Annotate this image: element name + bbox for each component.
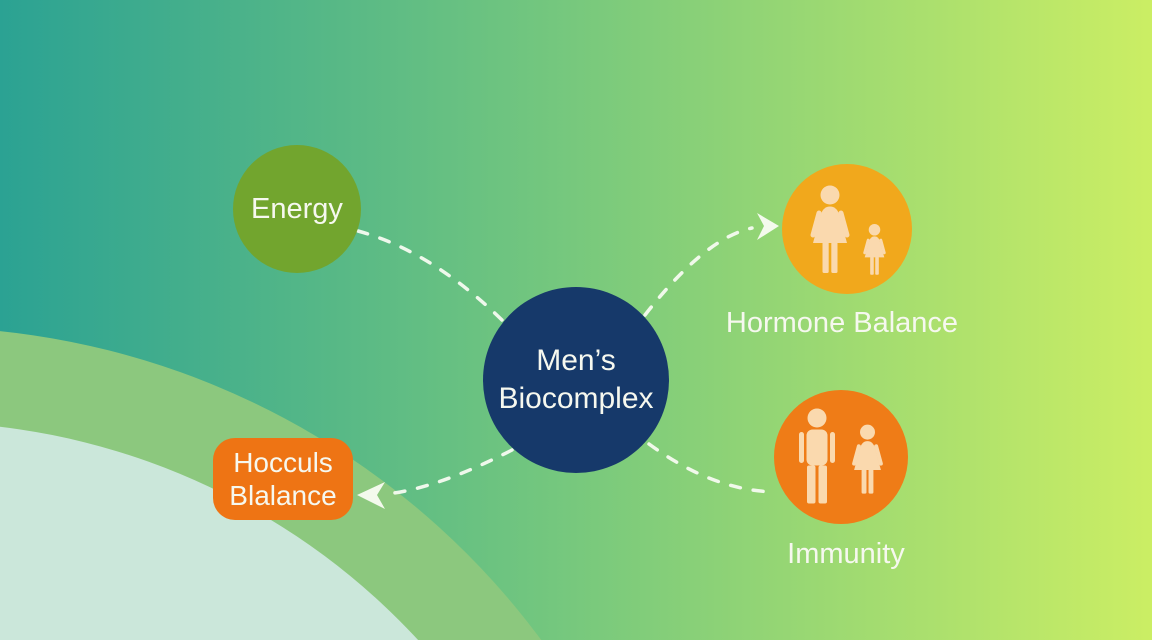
node-immunity (774, 390, 908, 524)
node-center-product: Men’s Biocomplex (483, 287, 669, 473)
connector-center-to-immunity (647, 442, 778, 494)
immunity-label: Immunity (787, 538, 905, 570)
energy-label: Energy (251, 192, 343, 225)
hormone-balance-label: Hormone Balance (725, 307, 959, 339)
center-label-line2: Biocomplex (498, 382, 654, 415)
arrowhead-focus-icon (357, 482, 385, 509)
node-energy: Energy (233, 145, 361, 273)
woman-icon (852, 424, 883, 494)
arrowhead-hormone-icon (757, 213, 779, 240)
connector-energy-to-center (356, 229, 504, 322)
focus-label-line2: Blalance (229, 480, 337, 511)
node-focus-balance: Hocculs Blalance (213, 438, 353, 520)
focus-label-line1: Hocculs (233, 447, 333, 478)
center-label-line1: Men’s (536, 344, 616, 377)
connector-center-to-hormone (643, 226, 754, 317)
connector-center-to-focus (384, 448, 514, 496)
man-icon (799, 408, 835, 504)
woman-icon (810, 185, 850, 273)
girl-icon (863, 224, 886, 275)
node-hormone-balance (782, 164, 912, 294)
